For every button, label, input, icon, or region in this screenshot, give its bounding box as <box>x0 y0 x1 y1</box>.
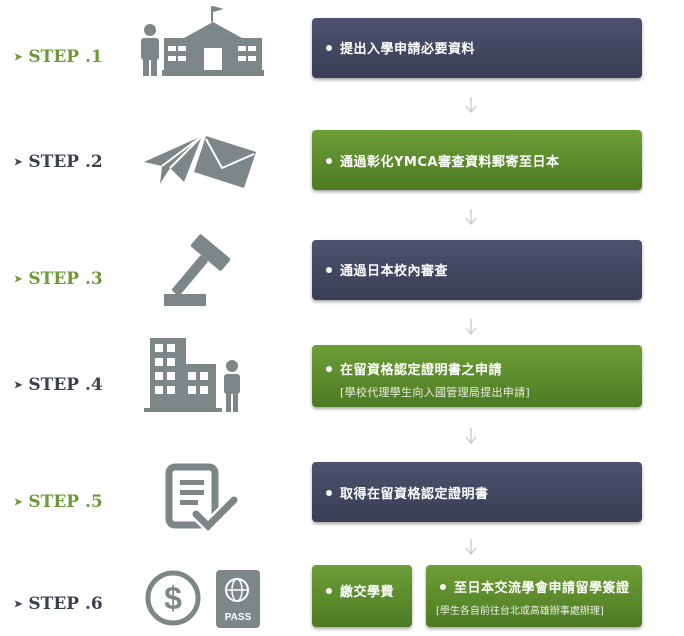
step-4-box: 在留資格認定證明書之申請 [學校代理學生向入國管理局提出申請] <box>312 345 642 407</box>
step-label-2: ➤ STEP .2 <box>14 152 103 172</box>
bullet-dot-icon <box>326 44 332 51</box>
down-arrow-icon <box>465 209 477 226</box>
step-number: STEP .5 <box>28 492 103 512</box>
down-arrow-icon <box>465 319 477 336</box>
bullet-dot-icon <box>326 489 332 496</box>
step-6-visa-subtext: [學生各自前往台北或高雄辦事處辦理] <box>436 606 604 617</box>
svg-text:$: $ <box>164 580 182 616</box>
step-label-5: ➤ STEP .5 <box>14 492 103 512</box>
down-arrow-icon <box>465 428 477 445</box>
office-building-icon <box>144 338 240 412</box>
step-5-text: 取得在留資格認定證明書 <box>340 487 489 502</box>
step-number: STEP .6 <box>28 594 103 614</box>
gavel-icon <box>164 234 231 306</box>
step-label-1: ➤ STEP .1 <box>14 47 103 67</box>
school-building-icon <box>141 6 264 76</box>
down-arrow-icon <box>465 97 477 114</box>
document-check-icon <box>165 463 240 535</box>
triangle-bullet-icon: ➤ <box>14 274 23 285</box>
triangle-bullet-icon: ➤ <box>14 497 23 508</box>
down-arrow-icon <box>465 539 477 556</box>
bullet-dot-icon <box>326 365 332 372</box>
passport-label: PASS <box>225 612 252 623</box>
step-4-subtext: [學校代理學生向入國管理局提出申請] <box>340 386 530 399</box>
mail-send-icon <box>144 135 256 188</box>
step-label-4: ➤ STEP .4 <box>14 375 103 395</box>
step-2-box: 通過彰化YMCA審查資料郵寄至日本 <box>312 130 642 190</box>
step-3-box: 通過日本校內審查 <box>312 240 642 300</box>
dollar-passport-icon: $ PASS <box>145 570 260 628</box>
step-6-tuition-text: 繳交學費 <box>340 585 395 600</box>
step-3-text: 通過日本校內審查 <box>340 264 449 279</box>
step-label-3: ➤ STEP .3 <box>14 269 103 289</box>
bullet-dot-icon <box>326 157 332 164</box>
step-number: STEP .1 <box>28 47 103 67</box>
step-number: STEP .4 <box>28 375 103 395</box>
step-5-box: 取得在留資格認定證明書 <box>312 462 642 522</box>
triangle-bullet-icon: ➤ <box>14 157 23 168</box>
step-number: STEP .2 <box>28 152 103 172</box>
triangle-bullet-icon: ➤ <box>14 599 23 610</box>
step-1-box: 提出入學申請必要資料 <box>312 18 642 78</box>
step-number: STEP .3 <box>28 269 103 289</box>
bullet-dot-icon <box>326 587 332 594</box>
triangle-bullet-icon: ➤ <box>14 380 23 391</box>
step-6-tuition-box: 繳交學費 <box>312 565 412 627</box>
step-label-6: ➤ STEP .6 <box>14 594 103 614</box>
step-1-text: 提出入學申請必要資料 <box>340 42 476 57</box>
step-2-text: 通過彰化YMCA審查資料郵寄至日本 <box>340 155 560 170</box>
step-6-visa-box: 至日本交流學會申請留學簽證 [學生各自前往台北或高雄辦事處辦理] <box>426 565 642 627</box>
bullet-dot-icon <box>326 266 332 273</box>
triangle-bullet-icon: ➤ <box>14 52 23 63</box>
step-4-text: 在留資格認定證明書之申請 <box>340 363 503 378</box>
step-6-visa-text: 至日本交流學會申請留學簽證 <box>454 581 630 596</box>
bullet-dot-icon <box>440 583 446 590</box>
